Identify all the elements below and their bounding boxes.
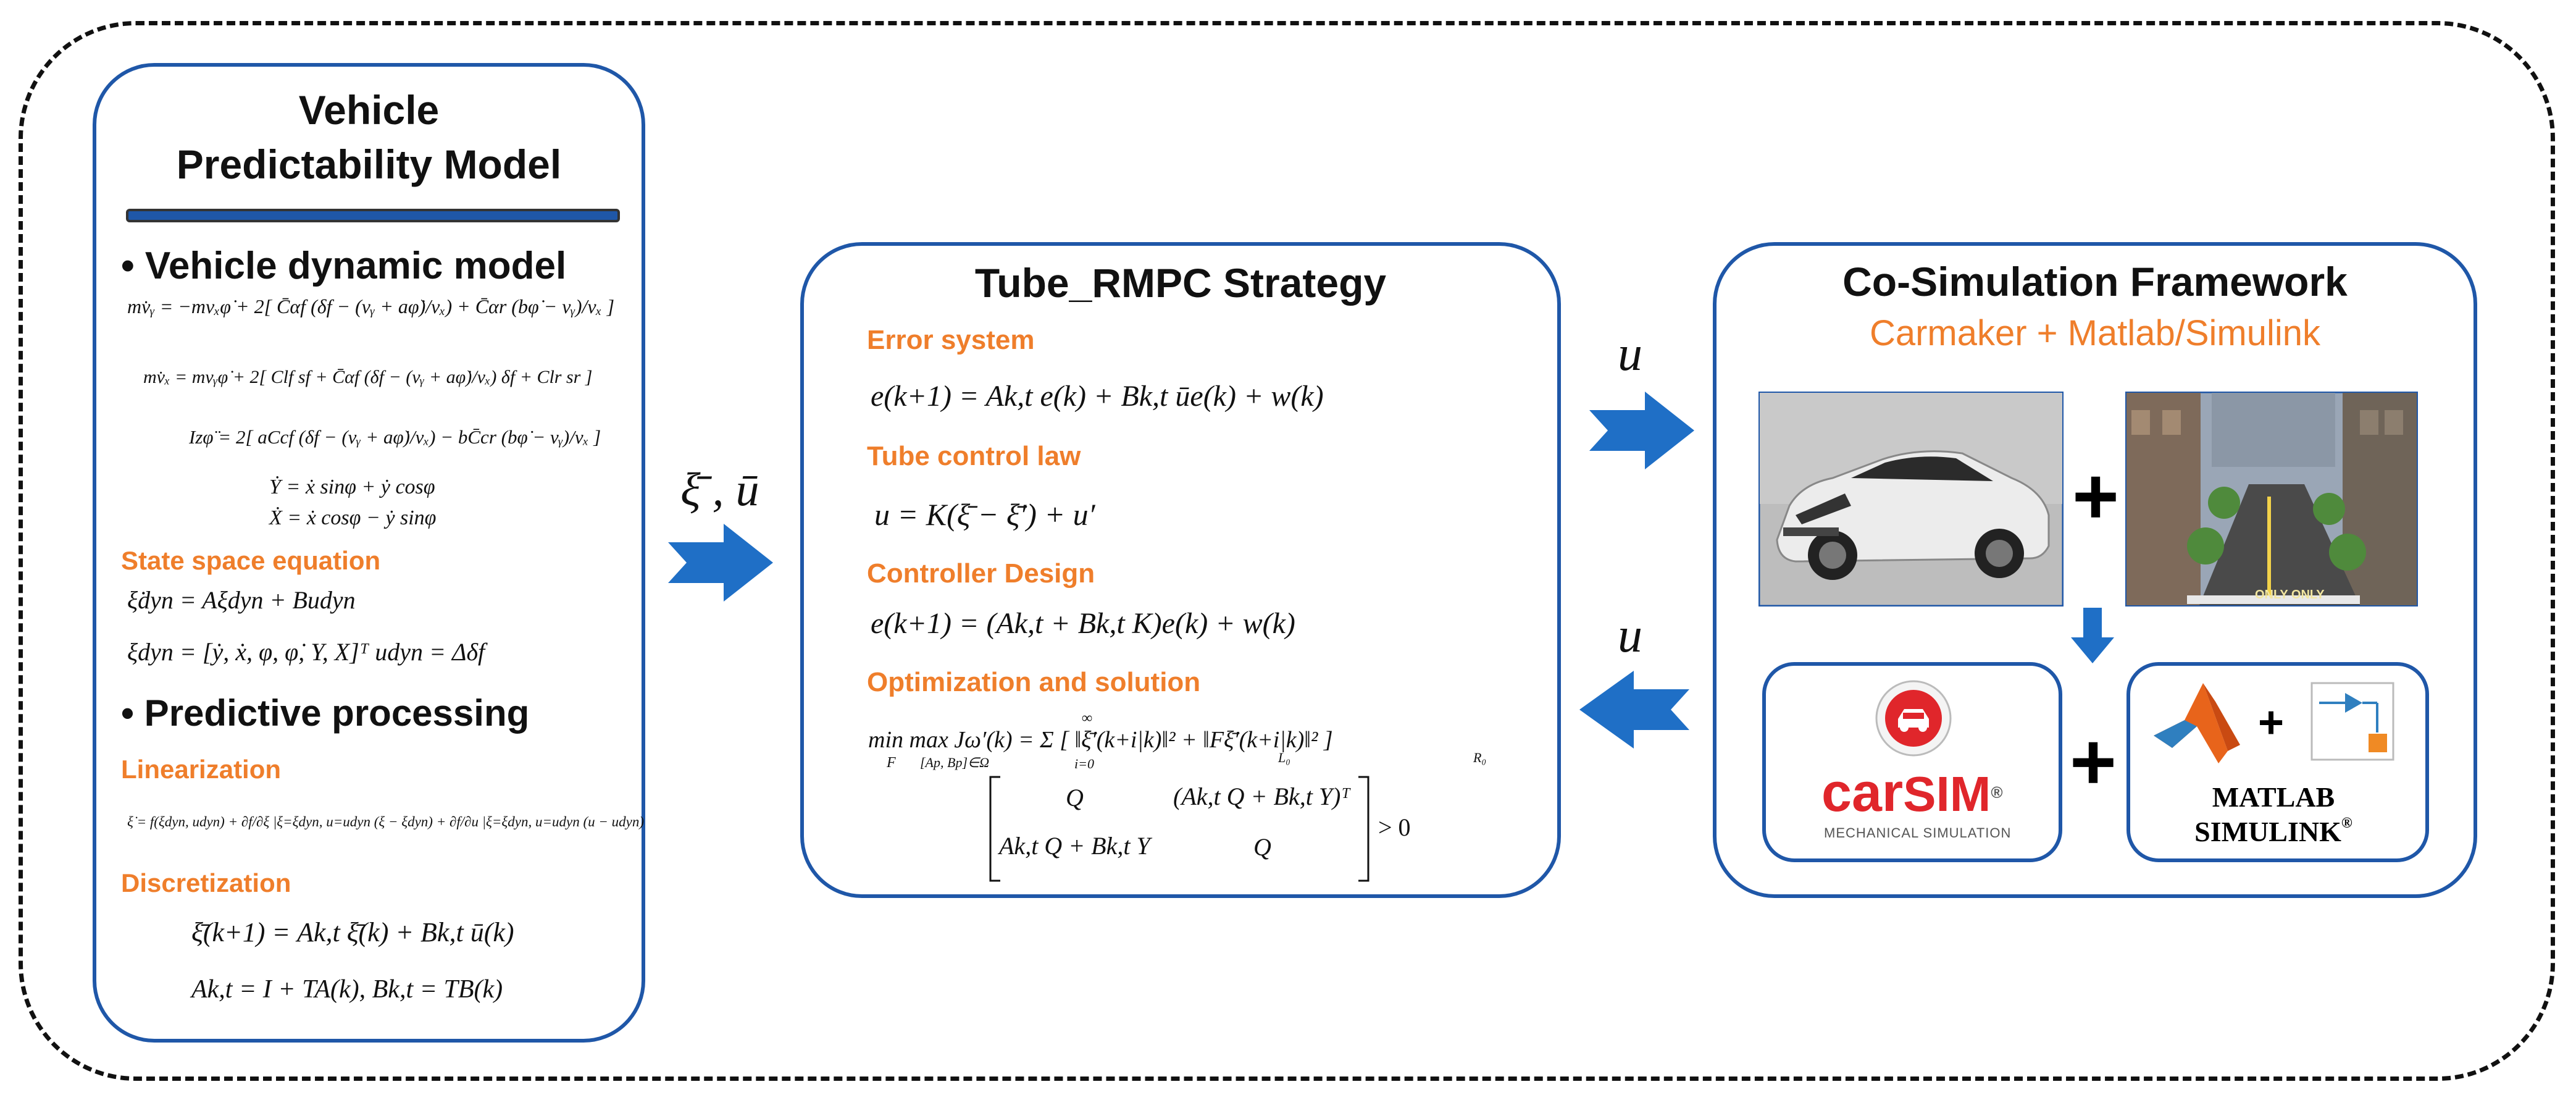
left-panel-title-line1: Vehicle bbox=[298, 87, 440, 133]
carsim-box bbox=[1762, 662, 2062, 862]
optimization-norm-subscript-2: R₀ bbox=[1473, 750, 1487, 765]
simulink-label: SIMULINK® bbox=[2144, 815, 2403, 848]
error-system-equation: e(k+1) = Ak,t e(k) + Bk,t ūe(k) + w(k) bbox=[871, 380, 1324, 413]
dynamic-equation-5: Ẋ = ẋ cosφ − ẏ sinφ bbox=[269, 506, 437, 529]
dynamic-equation-3: Izφ̈ = 2[ aCcf (δf − (vᵧ + aφ̇)/vₓ) − bC… bbox=[189, 426, 601, 448]
dynamic-equation-1: mv̇ᵧ = −mvₓφ̇ + 2[ C̄αf (δf − (vᵧ + aφ̇)… bbox=[127, 295, 615, 317]
matlab-label: MATLAB bbox=[2212, 781, 2335, 813]
matlab-logo-icon bbox=[2154, 683, 2240, 763]
outer-dashed-frame bbox=[19, 21, 2555, 1081]
city-scene-image bbox=[2125, 392, 2418, 606]
state-space-equation-1: ξ̇dyn = Aξdyn + Budyn bbox=[127, 586, 356, 614]
matlab-plus-sign: + bbox=[2257, 698, 2285, 747]
simulink-registered-mark: ® bbox=[2341, 815, 2352, 831]
optimization-min-subscript: F bbox=[887, 755, 896, 771]
discretization-heading: Discretization bbox=[121, 868, 291, 897]
bullet-predictive-processing: • Predictive processing bbox=[121, 692, 530, 734]
arrow-left-to-middle bbox=[668, 524, 773, 602]
tube-control-law-heading: Tube control law bbox=[867, 441, 1081, 471]
carsim-registered-mark: ® bbox=[1991, 783, 2003, 802]
title-divider-bar bbox=[126, 209, 620, 222]
lmi-matrix-11: Q bbox=[1066, 784, 1084, 812]
linearization-heading: Linearization bbox=[121, 755, 282, 784]
carsim-wordmark-car: car bbox=[1821, 762, 1904, 823]
lmi-inequality: > 0 bbox=[1378, 813, 1411, 841]
state-space-heading: State space equation bbox=[121, 546, 381, 575]
carsim-wordmark: carSIM® bbox=[1821, 765, 2003, 822]
error-system-heading: Error system bbox=[867, 325, 1035, 355]
linearization-equation: ξ̇ = f(ξdyn, udyn) + ∂f/∂ξ |ξ=ξdyn, u=ud… bbox=[127, 814, 645, 829]
carsim-wordmark-sim: SIM bbox=[1903, 766, 1991, 821]
optimization-max-subscript: [Ap, Bp]∈Ω bbox=[920, 755, 990, 770]
carsim-tagline: MECHANICAL SIMULATION bbox=[1824, 825, 2012, 841]
matlab-simulink-box bbox=[2126, 662, 2429, 862]
lmi-matrix-21: Ak,t Q + Bk,t Y bbox=[999, 832, 1150, 860]
simulink-label-text: SIMULINK bbox=[2194, 816, 2341, 847]
state-space-equation-2: ξdyn = [ẏ, ẋ, φ, φ̇, Y, X]ᵀ udyn = Δδf bbox=[127, 638, 485, 666]
tube-control-law-equation: u = K(ξ̄ − ξ̄′) + u′ bbox=[874, 497, 1095, 532]
arrow-label-u-bottom: u bbox=[1618, 608, 1642, 663]
dynamic-equation-2: mv̇ₓ = mvᵧφ̇ + 2[ Clf sf + C̄αf (δf − (v… bbox=[143, 367, 593, 387]
arrow-right-to-middle bbox=[1579, 671, 1689, 749]
optimization-heading: Optimization and solution bbox=[867, 667, 1201, 697]
optimization-sum-superscript: ∞ bbox=[1082, 710, 1093, 726]
tube-rmpc-panel bbox=[800, 242, 1561, 898]
discretization-equation-2: Ak,t = I + TA(k), Bk,t = TB(k) bbox=[191, 975, 503, 1004]
plus-sign-bottom: + bbox=[2070, 716, 2117, 807]
controller-design-heading: Controller Design bbox=[867, 558, 1095, 589]
simulink-logo-icon bbox=[2310, 682, 2394, 761]
optimization-objective: min max Jω′(k) = Σ [ ‖ξ̄′(k+i|k)‖² + ‖Fξ… bbox=[868, 727, 1333, 753]
lmi-matrix-brackets bbox=[989, 776, 1370, 882]
vehicle-predictability-panel bbox=[93, 63, 645, 1043]
optimization-norm-subscript-1: L₀ bbox=[1278, 750, 1290, 765]
optimization-sum-subscript: i=0 bbox=[1074, 756, 1094, 771]
city-road-marking: ONLY ONLY bbox=[2255, 588, 2325, 602]
lmi-matrix-12: (Ak,t Q + Bk,t Y)ᵀ bbox=[1173, 783, 1350, 810]
right-panel-title: Co-Simulation Framework bbox=[1842, 259, 2348, 304]
controller-design-equation: e(k+1) = (Ak,t + Bk,t K)e(k) + w(k) bbox=[871, 607, 1295, 640]
left-panel-title-line2: Predictability Model bbox=[176, 141, 562, 187]
suv-vehicle-image bbox=[1758, 392, 2064, 606]
arrow-middle-to-right bbox=[1589, 392, 1694, 469]
down-arrow bbox=[2071, 608, 2114, 663]
dynamic-equation-4: Ẏ = ẋ sinφ + ẏ cosφ bbox=[269, 476, 435, 498]
right-panel-subtitle: Carmaker + Matlab/Simulink bbox=[1869, 313, 2321, 353]
middle-panel-title: Tube_RMPC Strategy bbox=[974, 260, 1387, 306]
bullet-vehicle-dynamic-model: • Vehicle dynamic model bbox=[121, 245, 567, 287]
carsim-logo-icon bbox=[1875, 680, 1952, 757]
arrow-label-u-top: u bbox=[1618, 327, 1642, 381]
plus-sign-top: + bbox=[2072, 451, 2119, 541]
arrow-label-xi-u: ξ̄ , ū bbox=[680, 464, 759, 516]
discretization-equation-1: ξ̄(k+1) = Ak,t ξ̄(k) + Bk,t ū(k) bbox=[191, 917, 514, 947]
lmi-matrix-22: Q bbox=[1253, 833, 1271, 861]
